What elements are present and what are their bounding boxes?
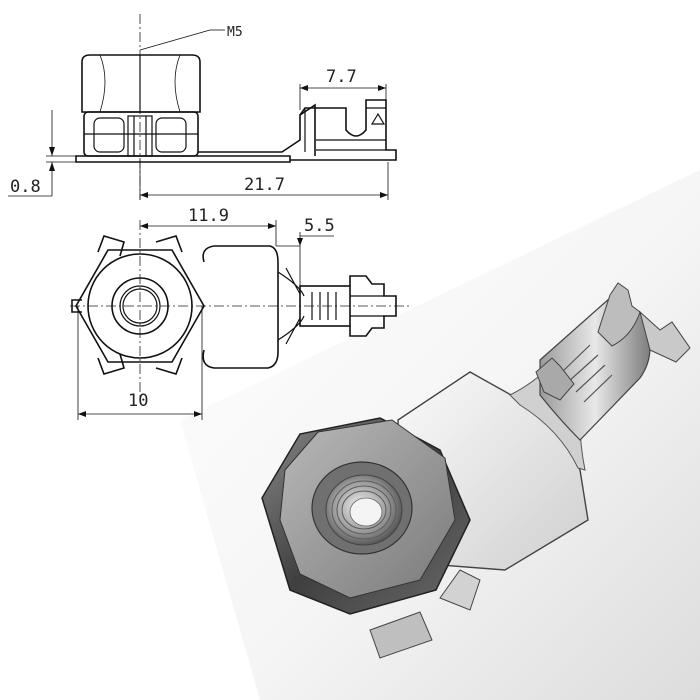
dim-21-7-label: 21.7 [244, 175, 285, 195]
dim-5-5-label: 5.5 [304, 216, 335, 236]
dimension-7-7: 7.7 [299, 67, 387, 110]
crimp-wing-rear [639, 310, 691, 363]
dim-7-7-label: 7.7 [326, 67, 357, 87]
crimp-wing-front [597, 282, 641, 347]
crimp-wing-side [535, 357, 575, 401]
thread-label: M5 [227, 25, 243, 40]
dimension-11-9: 11.9 [140, 206, 277, 246]
thread-callout: M5 [139, 25, 243, 51]
dim-0-8-label: 0.8 [10, 177, 41, 197]
dim-10-label: 10 [128, 391, 148, 411]
dimension-0-8: 0.8 [8, 110, 82, 197]
plan-view [70, 220, 410, 400]
bottom-tab-1 [369, 611, 433, 659]
side-view [75, 14, 397, 200]
dim-11-9-label: 11.9 [188, 206, 229, 226]
dimension-5-5: 5.5 [276, 216, 335, 286]
bottom-tab-2 [439, 569, 481, 611]
dimension-21-7: 21.7 [139, 160, 389, 200]
terminal-3d-render [261, 282, 691, 659]
dimension-10: 10 [77, 306, 203, 420]
